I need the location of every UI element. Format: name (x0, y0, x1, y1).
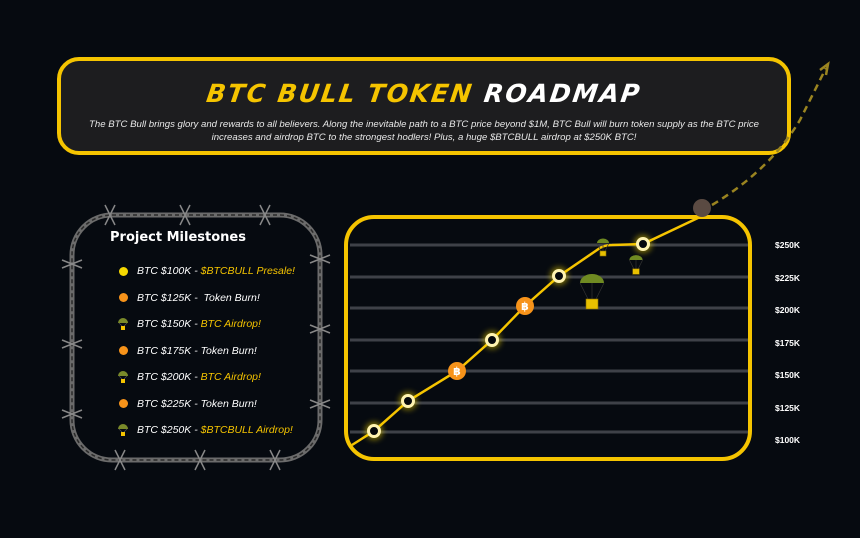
roadmap-header: BTC BULL TOKEN ROADMAP The BTC Bull brin… (57, 57, 791, 155)
milestone-label: BTC $200K - (137, 371, 201, 384)
bitcoin-symbol: ฿ (521, 300, 529, 313)
milestone-item: BTC $250K - $BTCBULL Airdrop! (110, 417, 295, 444)
parachute-icon (580, 274, 604, 283)
future-path-dashed (711, 67, 828, 207)
parachute-icon (597, 238, 609, 243)
parachute-strings (629, 259, 643, 269)
axis-label: $150K (775, 370, 801, 380)
airdrop-crate (599, 250, 607, 257)
milestone-item: BTC $150K - BTC Airdrop! (110, 311, 295, 338)
axis-label: $175K (775, 338, 801, 348)
bull-icon (693, 199, 711, 217)
milestone-item: BTC $100K - $BTCBULL Presale! (110, 258, 295, 285)
milestone-point (485, 333, 499, 347)
parachute-icon (114, 423, 132, 437)
orange-dot-icon (114, 399, 132, 409)
roadmap-description: The BTC Bull brings glory and rewards to… (89, 119, 759, 143)
parachute-strings (579, 282, 605, 300)
milestone-point (636, 237, 650, 251)
parachute-icon (114, 317, 132, 331)
milestone-highlight: BTC Airdrop! (200, 371, 261, 384)
axis-label: $225K (775, 273, 801, 283)
milestone-label: BTC $100K - (137, 265, 201, 278)
milestone-label: BTC $225K - Token Burn! (137, 397, 257, 410)
milestone-label: BTC $250K - (137, 424, 201, 437)
milestones-list: Project Milestones BTC $100K - $BTCBULL … (110, 230, 295, 444)
bitcoin-symbol: ฿ (453, 365, 461, 378)
milestone-label: BTC $150K - (137, 318, 201, 331)
parachute-strings (596, 242, 610, 252)
bitcoin-icon (448, 362, 466, 380)
milestone-highlight: $BTCBULL Airdrop! (200, 424, 293, 437)
chart-frame (344, 215, 752, 461)
axis-label: $100K (775, 435, 801, 445)
airdrop-crate (585, 298, 599, 310)
milestone-point (401, 394, 415, 408)
milestones-title: Project Milestones (110, 230, 246, 245)
bitcoin-icon (516, 297, 534, 315)
orange-dot-icon (114, 293, 132, 303)
axis-label: $250K (775, 240, 801, 250)
arrow-head-icon (819, 61, 830, 76)
axis-label: $125K (775, 403, 801, 413)
parachute-icon (629, 255, 643, 260)
milestone-item: BTC $225K - Token Burn! (110, 391, 295, 418)
parachute-icon (114, 370, 132, 384)
milestone-item: BTC $125K - Token Burn! (110, 285, 295, 312)
milestone-item: BTC $175K - Token Burn! (110, 338, 295, 365)
milestone-item: BTC $200K - BTC Airdrop! (110, 364, 295, 391)
airdrop-crate (632, 268, 640, 275)
milestone-label: BTC $125K - Token Burn! (137, 291, 260, 304)
orange-dot-icon (114, 346, 132, 356)
axis-label: $200K (775, 305, 801, 315)
milestone-point (367, 424, 381, 438)
milestone-highlight: $BTCBULL Presale! (200, 265, 295, 278)
milestone-label: BTC $175K - Token Burn! (137, 344, 257, 357)
yellow-dot-icon (114, 266, 132, 276)
milestone-point (552, 269, 566, 283)
milestone-highlight: BTC Airdrop! (200, 318, 261, 331)
